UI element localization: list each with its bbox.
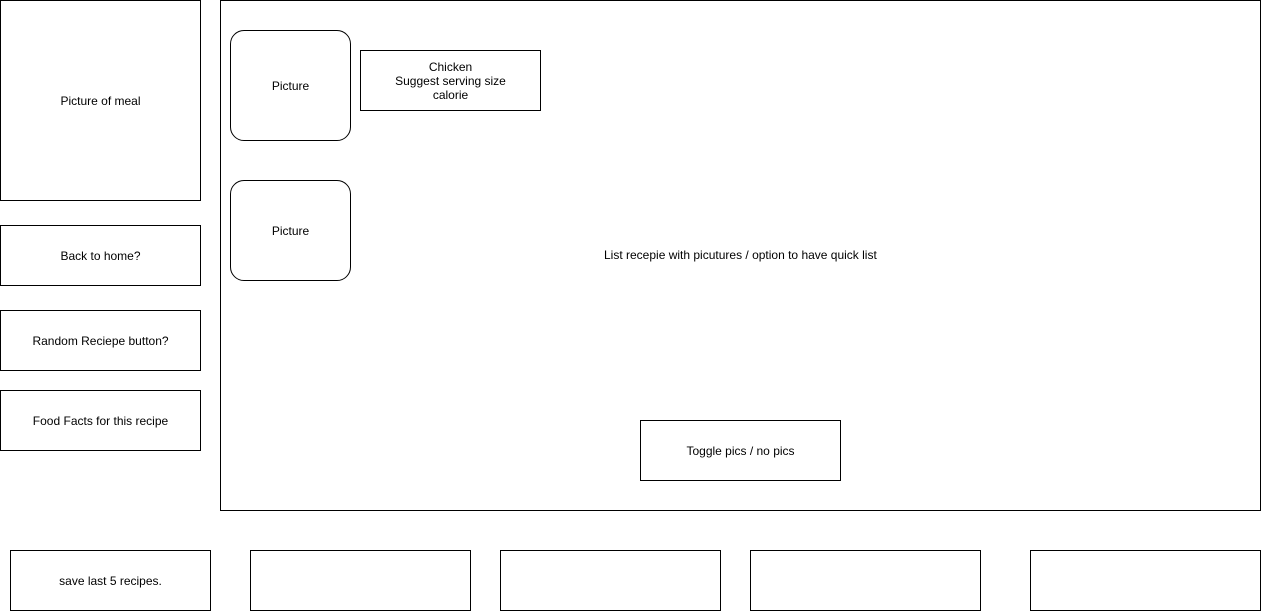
random-recipe-button[interactable]: Random Reciepe button? — [0, 310, 201, 371]
recipe-picture[interactable]: Picture — [230, 30, 351, 141]
saved-recipes-label: save last 5 recipes. — [59, 573, 162, 588]
food-facts-button[interactable]: Food Facts for this recipe — [0, 390, 201, 451]
recipe-list-label: List recepie with picutures / option to … — [604, 248, 877, 262]
recipe-calorie: calorie — [432, 87, 469, 102]
footer-box[interactable] — [1030, 550, 1261, 611]
back-home-label: Back to home? — [60, 248, 141, 263]
recipe-details[interactable]: Chicken Suggest serving size calorie — [360, 50, 541, 111]
random-recipe-label: Random Reciepe button? — [32, 333, 169, 348]
toggle-pics-label: Toggle pics / no pics — [686, 443, 795, 458]
recipe-picture[interactable]: Picture — [230, 180, 351, 281]
recipe-picture-label: Picture — [271, 78, 310, 93]
footer-box[interactable] — [500, 550, 721, 611]
recipe-serving-size: Suggest serving size — [395, 73, 506, 88]
recipe-picture-label: Picture — [271, 223, 310, 238]
footer-box[interactable] — [750, 550, 981, 611]
food-facts-label: Food Facts for this recipe — [32, 413, 169, 428]
meal-picture: Picture of meal — [0, 0, 201, 201]
toggle-pics-button[interactable]: Toggle pics / no pics — [640, 420, 841, 481]
back-home-button[interactable]: Back to home? — [0, 225, 201, 286]
recipe-name: Chicken — [428, 59, 473, 74]
saved-recipes-box[interactable]: save last 5 recipes. — [10, 550, 211, 611]
meal-picture-label: Picture of meal — [60, 93, 141, 108]
footer-box[interactable] — [250, 550, 471, 611]
